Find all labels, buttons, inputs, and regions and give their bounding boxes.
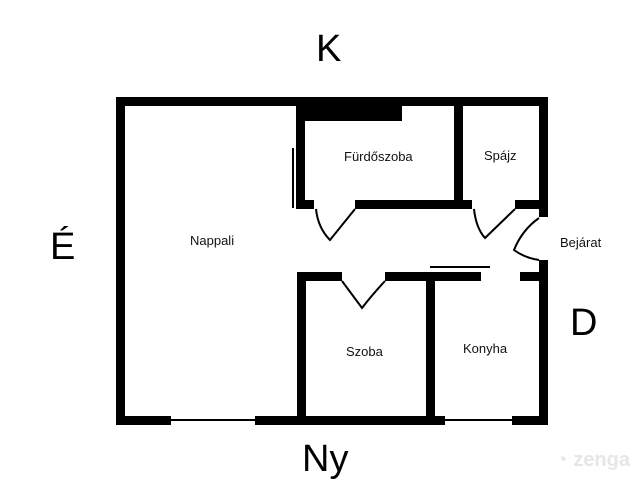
- room-label-szoba: Szoba: [346, 344, 383, 359]
- compass-east: D: [570, 302, 598, 344]
- compass-west: É: [50, 226, 76, 268]
- room-label-konyha: Konyha: [463, 341, 508, 356]
- zenga-watermark: ◔ zenga: [555, 449, 630, 471]
- zenga-logo-icon: ◔: [555, 449, 574, 471]
- doors-windows: [171, 148, 540, 421]
- room-label-bejarat: Bejárat: [560, 235, 602, 250]
- room-label-spajz: Spájz: [484, 148, 517, 163]
- walls: [116, 97, 548, 425]
- room-label-nappali: Nappali: [190, 233, 235, 248]
- room-label-furdoszoba: Fürdőszoba: [344, 149, 413, 164]
- compass-north: K: [316, 28, 342, 70]
- compass-south: Ny: [302, 438, 349, 480]
